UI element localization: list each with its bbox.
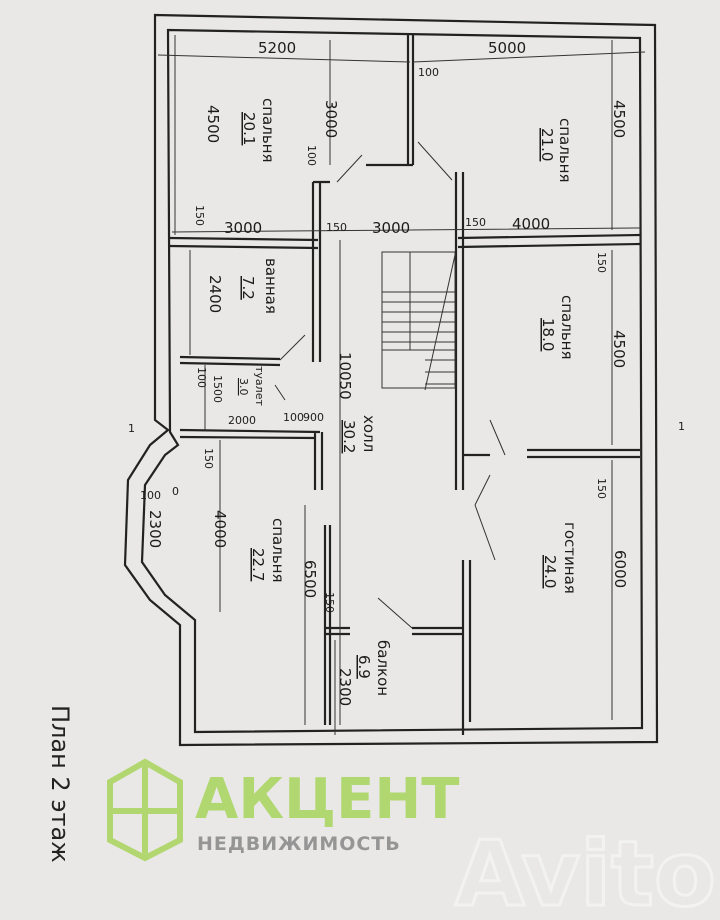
room-name: балкон <box>374 640 392 696</box>
section-marker-left: 1 <box>128 422 135 435</box>
dimension-labels: 5200 5000 100 3000 150 3000 150 4000 200… <box>128 39 685 502</box>
dim-label: 150 <box>595 252 608 273</box>
plan-title: План 2 этаж <box>46 705 74 863</box>
dim-label: 100 <box>140 489 161 502</box>
dim-label: 4500 <box>204 105 222 143</box>
logo-cube-icon <box>107 758 183 862</box>
room-area: 30.2 <box>340 420 358 453</box>
dim-label: 150 <box>323 592 336 613</box>
outer-walls <box>123 13 659 747</box>
dim-label: 100 <box>305 145 318 166</box>
dim-label: 150 <box>202 448 215 469</box>
room-area: 21.0 <box>538 128 556 161</box>
rotated-labels: 3000 4500 100 спальня 20.1 спальня 21.0 … <box>46 98 629 863</box>
dim-label: 3000 <box>224 219 262 237</box>
watermark-avito: Avito <box>455 822 716 920</box>
room-name: гостиная <box>561 522 579 594</box>
room-name: спальня <box>558 295 576 360</box>
staircase <box>381 251 456 391</box>
room-area: 3.0 <box>237 378 250 396</box>
dim-label: 1500 <box>211 375 224 403</box>
dim-label: 4500 <box>610 330 628 368</box>
dim-label: 0 <box>172 485 179 498</box>
dim-label: 100 <box>195 367 208 388</box>
dim-label: 2400 <box>206 275 224 313</box>
room-area: 7.2 <box>239 276 257 300</box>
room-name: холл <box>360 415 378 452</box>
dim-label: 5200 <box>258 39 296 57</box>
room-area: 22.7 <box>249 548 267 581</box>
room-name: ванная <box>262 258 280 314</box>
dim-label: 10050 <box>336 352 354 400</box>
section-marker-right: 1 <box>678 420 685 433</box>
dim-label: 5000 <box>488 39 526 57</box>
dim-label: 6000 <box>611 550 629 588</box>
room-area: 20.1 <box>240 112 258 145</box>
interior-walls <box>169 35 641 735</box>
room-name: спальня <box>259 98 277 163</box>
room-area: 24.0 <box>541 555 559 588</box>
watermark-akcent-logo: АКЦЕНТ НЕДВИЖИМОСТЬ <box>107 758 459 862</box>
dim-label: 4500 <box>610 100 628 138</box>
dim-label: 6500 <box>301 560 319 598</box>
room-name: спальня <box>269 518 287 583</box>
dim-label: 2300 <box>336 668 354 706</box>
dim-label: 150 <box>465 216 486 229</box>
dim-label: 3000 <box>372 219 410 237</box>
watermark-subtitle: НЕДВИЖИМОСТЬ <box>197 833 401 855</box>
dim-label: 150 <box>595 478 608 499</box>
dim-label: 4000 <box>211 510 229 548</box>
room-name: спальня <box>556 118 574 183</box>
dim-label: 150 <box>326 221 347 234</box>
dim-label: 100 <box>283 411 304 424</box>
room-area: 6.9 <box>355 655 373 679</box>
watermark-brand: АКЦЕНТ <box>195 767 459 832</box>
dim-label: 900 <box>303 411 324 424</box>
dim-label: 2300 <box>146 510 164 548</box>
dim-label: 100 <box>418 66 439 79</box>
dim-label: 4000 <box>512 215 550 233</box>
dim-label: 150 <box>193 205 206 226</box>
dim-label: 3000 <box>322 100 340 138</box>
room-area: 18.0 <box>539 318 557 351</box>
dim-label: 2000 <box>228 414 256 427</box>
room-name: туалет <box>253 366 266 406</box>
dimension-lines <box>157 35 646 735</box>
